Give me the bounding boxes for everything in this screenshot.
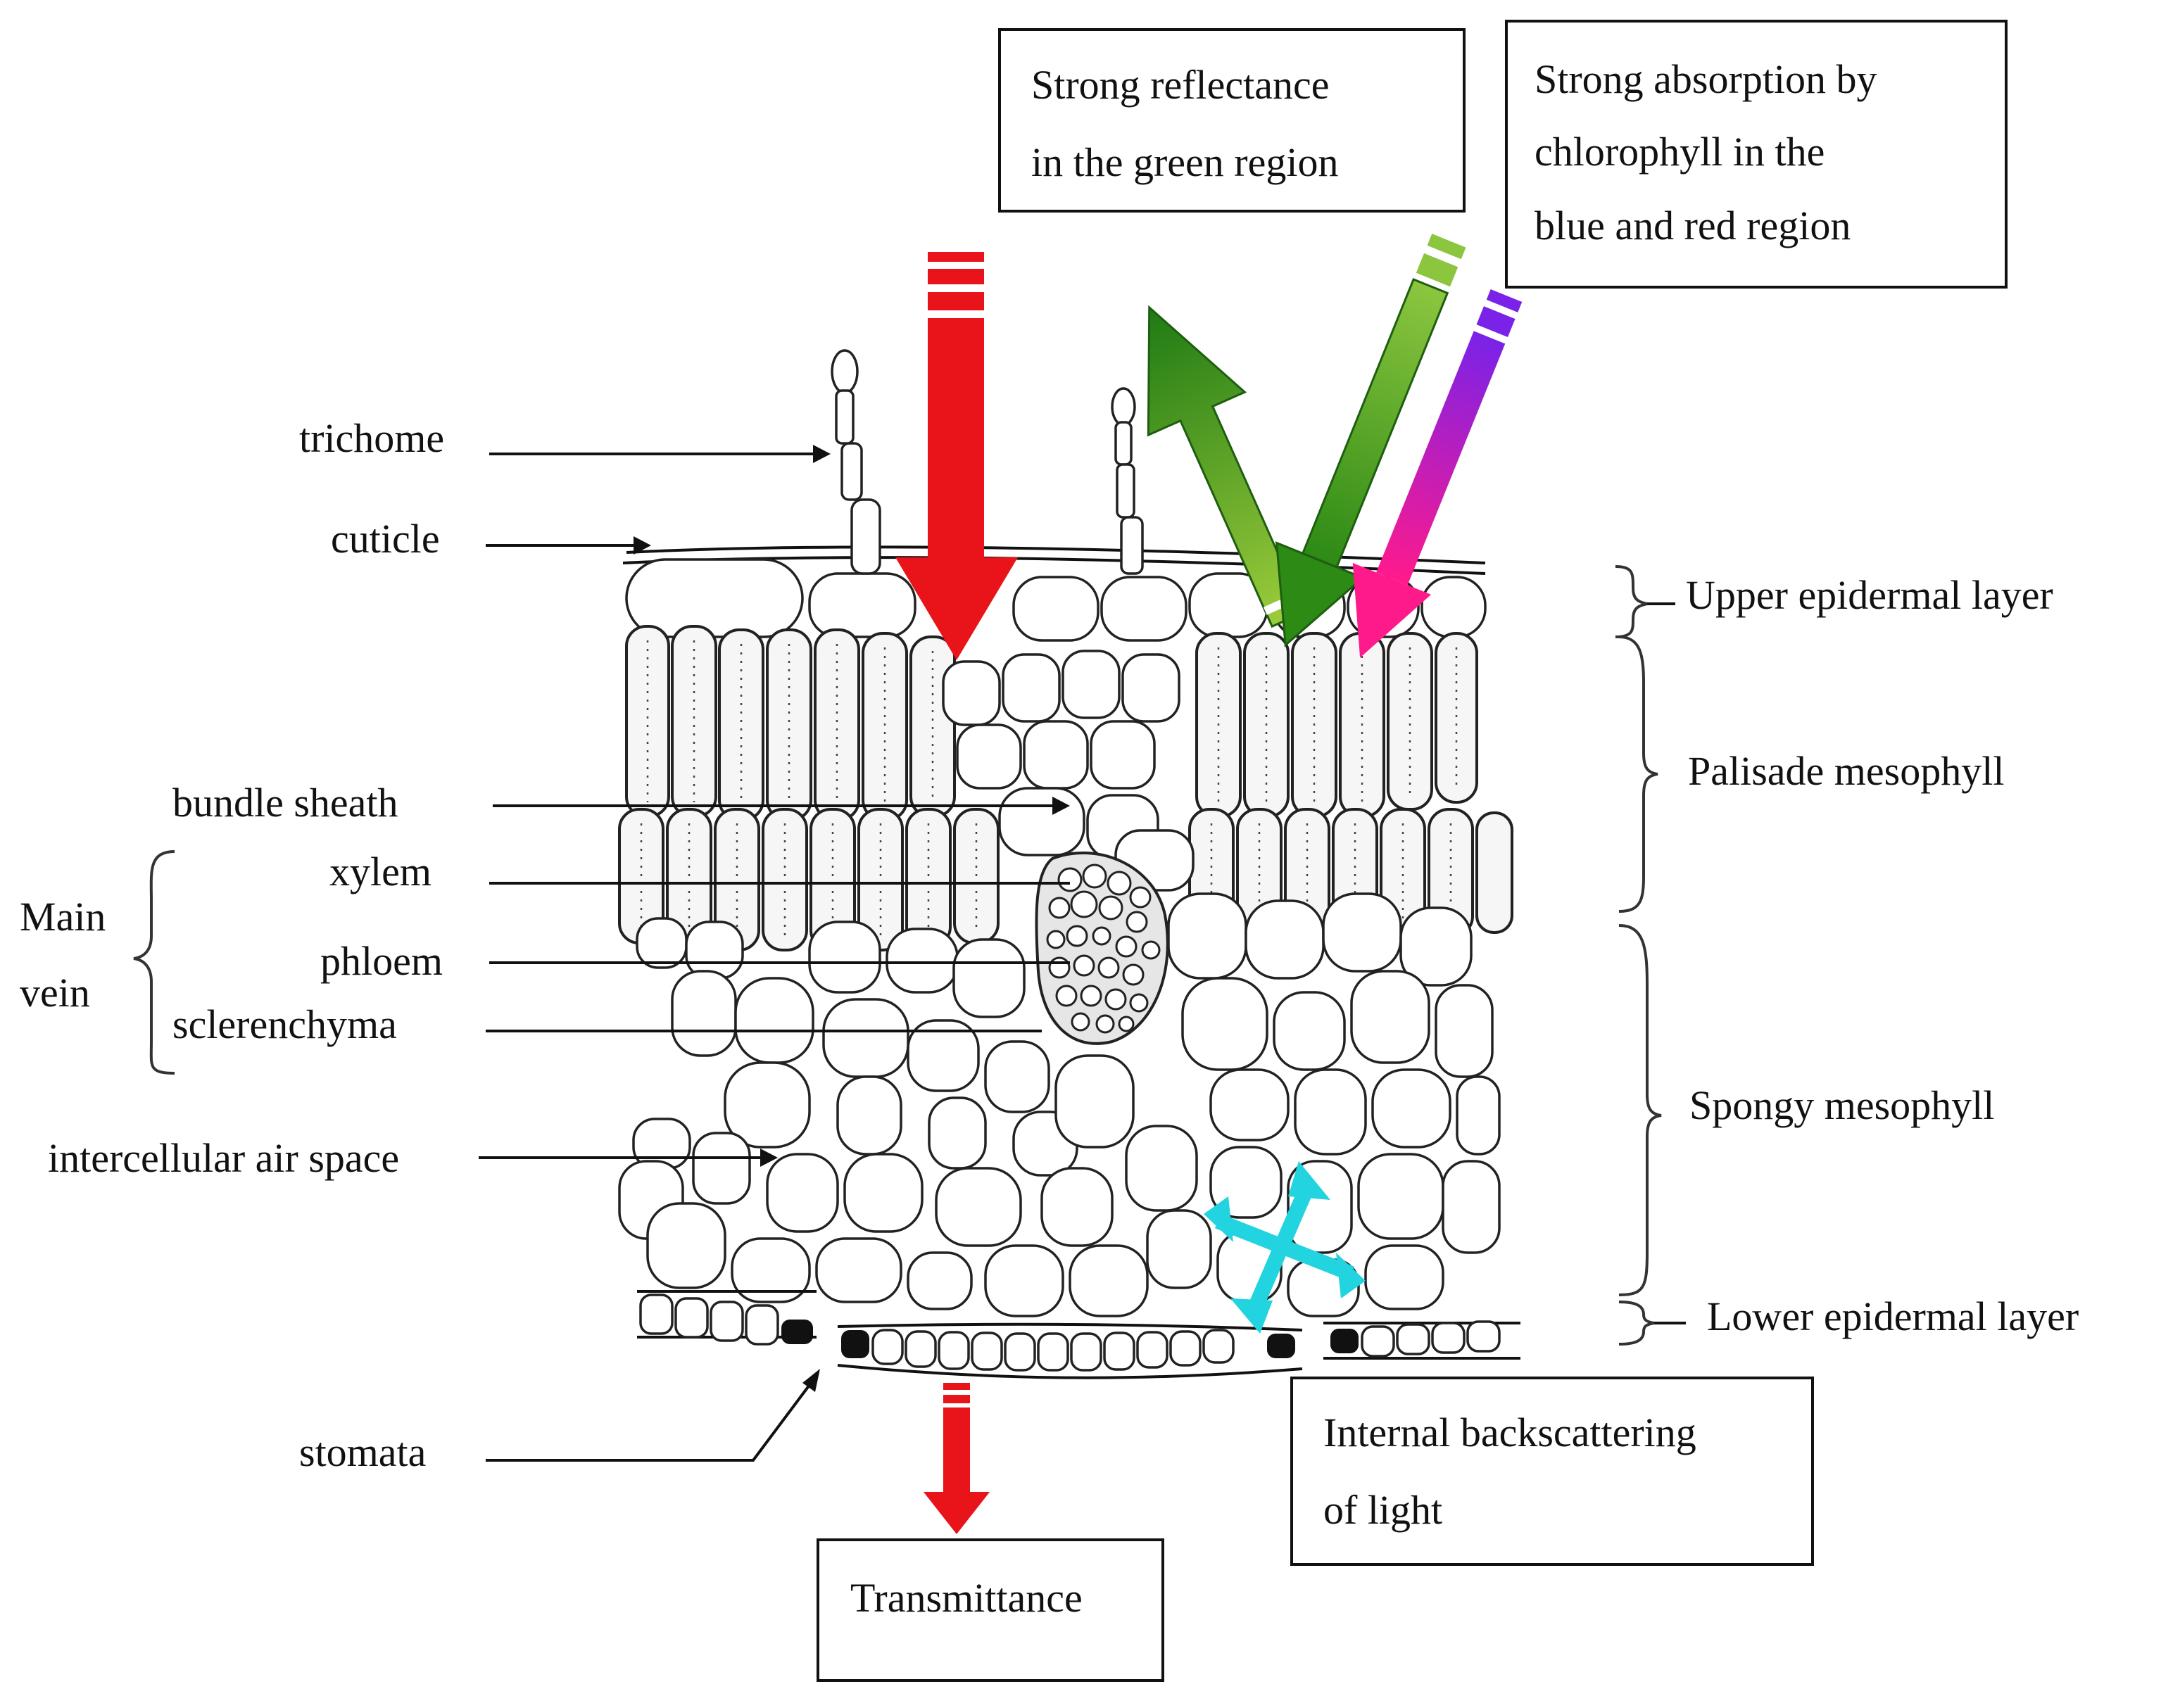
- green-absorbed-arrow: [1275, 234, 1466, 647]
- violet-absorbed-arrow: [1352, 289, 1523, 658]
- xylem-label: xylem: [329, 849, 431, 894]
- spongy-mesophyll-label: Spongy mesophyll: [1689, 1082, 1994, 1128]
- green-reflectance-box: Strong reflectance in the green region: [998, 28, 1466, 213]
- main-vein-label-line1: Main: [20, 894, 106, 940]
- transmittance-box: Transmittance: [817, 1538, 1164, 1682]
- lower-epidermal-layer-label: Lower epidermal layer: [1707, 1293, 2079, 1339]
- bundle-sheath-cells: [942, 650, 1195, 892]
- phloem-label: phloem: [320, 938, 443, 984]
- main-vein-brace: [133, 850, 175, 1075]
- bundle-sheath-label: bundle sheath: [172, 780, 398, 825]
- trichomes: [831, 349, 1144, 575]
- stomata-label: stomata: [299, 1429, 426, 1475]
- backscattering-line1: Internal backscattering: [1323, 1410, 1696, 1455]
- chlorophyll-absorption-line1: Strong absorption by: [1535, 56, 1877, 102]
- spongy-mesophyll-cells: [618, 892, 1501, 1317]
- lower-epidermal-brace: [1618, 1301, 1655, 1346]
- transmitted-red-arrow: [924, 1383, 990, 1534]
- green-reflectance-line2: in the green region: [1031, 139, 1338, 185]
- palisade-brace: [1618, 635, 1658, 913]
- trichome-label: trichome: [299, 415, 444, 461]
- right-labels: Upper epidermal layer Palisade mesophyll…: [1615, 565, 2079, 1346]
- cuticle-label: cuticle: [331, 516, 440, 562]
- incident-red-light-arrow: [895, 252, 1018, 660]
- vascular-bundle: [1035, 852, 1169, 1045]
- chlorophyll-absorption-box: Strong absorption by chlorophyll in the …: [1505, 20, 2008, 289]
- lower-epidermis-cells: [637, 1290, 1520, 1379]
- chlorophyll-absorption-line2: chlorophyll in the: [1535, 129, 1825, 175]
- chlorophyll-absorption-line3: blue and red region: [1535, 203, 1851, 248]
- green-reflectance-line1: Strong reflectance: [1031, 62, 1330, 108]
- palisade-mesophyll-label: Palisade mesophyll: [1688, 748, 2004, 794]
- left-labels: trichome cuticle bundle sheath xylem phl…: [20, 415, 1070, 1475]
- intercellular-air-space-label: intercellular air space: [48, 1135, 399, 1181]
- upper-epidermal-layer-label: Upper epidermal layer: [1686, 572, 2053, 618]
- backscatter-cyan-arrows: [1204, 1161, 1366, 1334]
- sclerenchyma-label: sclerenchyma: [172, 1001, 397, 1047]
- backscattering-box: Internal backscattering of light: [1290, 1377, 1814, 1566]
- palisade-chloroplast-dots: [640, 640, 1458, 936]
- main-vein-label-line2: vein: [20, 970, 90, 1016]
- transmittance-label: Transmittance: [850, 1575, 1083, 1621]
- backscattering-line2: of light: [1323, 1487, 1442, 1533]
- spongy-brace: [1618, 924, 1662, 1296]
- leaf-cross-section: [618, 349, 1520, 1379]
- upper-epidermal-brace: [1615, 565, 1648, 638]
